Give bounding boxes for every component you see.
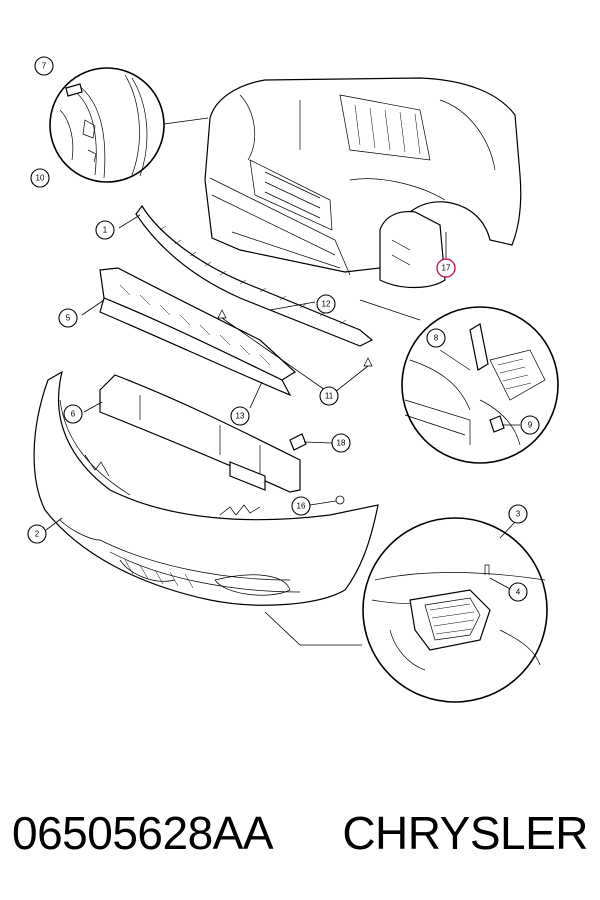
- callout-11: 11: [319, 386, 339, 406]
- callout-17: 17: [436, 258, 456, 278]
- svg-text:3: 3: [516, 510, 521, 519]
- svg-text:2: 2: [35, 530, 40, 539]
- callout-8: 8: [426, 328, 446, 348]
- callout-13: 13: [230, 406, 250, 426]
- svg-text:6: 6: [71, 410, 76, 419]
- svg-text:5: 5: [66, 314, 71, 323]
- callout-6: 6: [63, 404, 83, 424]
- callout-12: 12: [316, 294, 336, 314]
- svg-text:17: 17: [442, 264, 451, 273]
- svg-text:9: 9: [528, 421, 533, 430]
- svg-text:11: 11: [325, 392, 334, 401]
- part-6-foam-absorber: [83, 374, 301, 493]
- svg-text:13: 13: [236, 412, 245, 421]
- callout-5: 5: [58, 308, 78, 328]
- detail-circle-bottom-right: [264, 517, 548, 703]
- svg-text:4: 4: [516, 588, 521, 597]
- detail-circle-top-left: [49, 67, 209, 183]
- svg-text:12: 12: [322, 300, 331, 309]
- callout-10: 10: [30, 168, 50, 188]
- footer: 06505628AA CHRYSLER: [0, 792, 600, 892]
- part-1-upper-support: [118, 204, 374, 347]
- callout-4: 4: [508, 582, 528, 602]
- exploded-parts-diagram: 7 10 1 5 12 11 13 6 18 16 2 17 8 9 3 4: [27, 56, 559, 703]
- part-2-bumper-fascia: [33, 370, 379, 606]
- svg-text:18: 18: [337, 439, 346, 448]
- part-5-absorber-bar: [81, 267, 296, 397]
- svg-text:8: 8: [434, 334, 439, 343]
- svg-text:7: 7: [42, 62, 47, 71]
- svg-text:16: 16: [297, 502, 306, 511]
- fasteners-11-12: [217, 301, 373, 393]
- callout-3: 3: [508, 504, 528, 524]
- part-16-fastener: [309, 495, 345, 506]
- callout-16: 16: [291, 496, 311, 516]
- part-18-clip: [289, 433, 333, 451]
- svg-text:10: 10: [36, 174, 45, 183]
- brand-name: CHRYSLER: [342, 807, 588, 859]
- callout-18: 18: [331, 433, 351, 453]
- callout-7: 7: [34, 56, 54, 76]
- part-number: 06505628AA: [12, 807, 274, 859]
- vehicle-front-end: [204, 77, 522, 289]
- callout-2: 2: [27, 524, 47, 544]
- callout-9: 9: [520, 415, 540, 435]
- svg-text:1: 1: [103, 226, 108, 235]
- callout-1: 1: [95, 220, 115, 240]
- detail-circle-right: [359, 299, 559, 464]
